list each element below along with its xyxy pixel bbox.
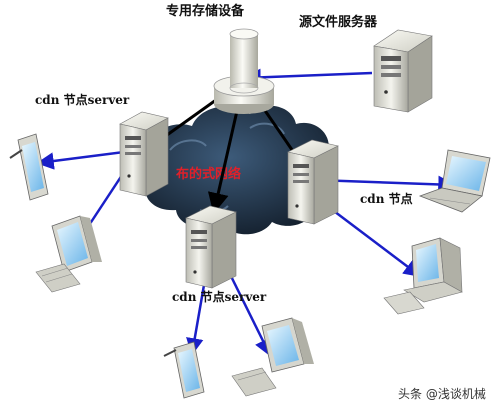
cdn-server-right-icon bbox=[287, 139, 339, 225]
storage-label: 专用存储设备 bbox=[166, 3, 245, 19]
origin-server-label: 源文件服务器 bbox=[299, 14, 378, 30]
storage-device-icon bbox=[213, 28, 275, 114]
cdn-left-label: cdn 节点server bbox=[35, 92, 130, 107]
desktop-right-icon bbox=[383, 237, 463, 315]
tablet-left-icon bbox=[9, 133, 49, 201]
cdn-bottom-label: cdn 节点server bbox=[172, 289, 267, 304]
cdn-server-bottom-icon bbox=[185, 205, 237, 289]
cdn-server-left-icon bbox=[119, 111, 169, 197]
cdn-right-label: cdn 节点 bbox=[360, 191, 413, 206]
monitor-left-icon bbox=[35, 215, 102, 293]
origin-server-icon bbox=[373, 29, 433, 113]
tablet-bottom-icon bbox=[163, 341, 205, 399]
monitor-bottom-icon bbox=[231, 317, 314, 397]
watermark-text: 头条 @浅谈机械 bbox=[398, 386, 486, 401]
link-right-laptop bbox=[315, 175, 456, 194]
link-origin-storage bbox=[243, 68, 373, 87]
cloud-label: 布的式网络 bbox=[176, 166, 241, 182]
laptop-right-icon bbox=[418, 149, 491, 213]
distributed-network-cloud bbox=[140, 105, 337, 235]
